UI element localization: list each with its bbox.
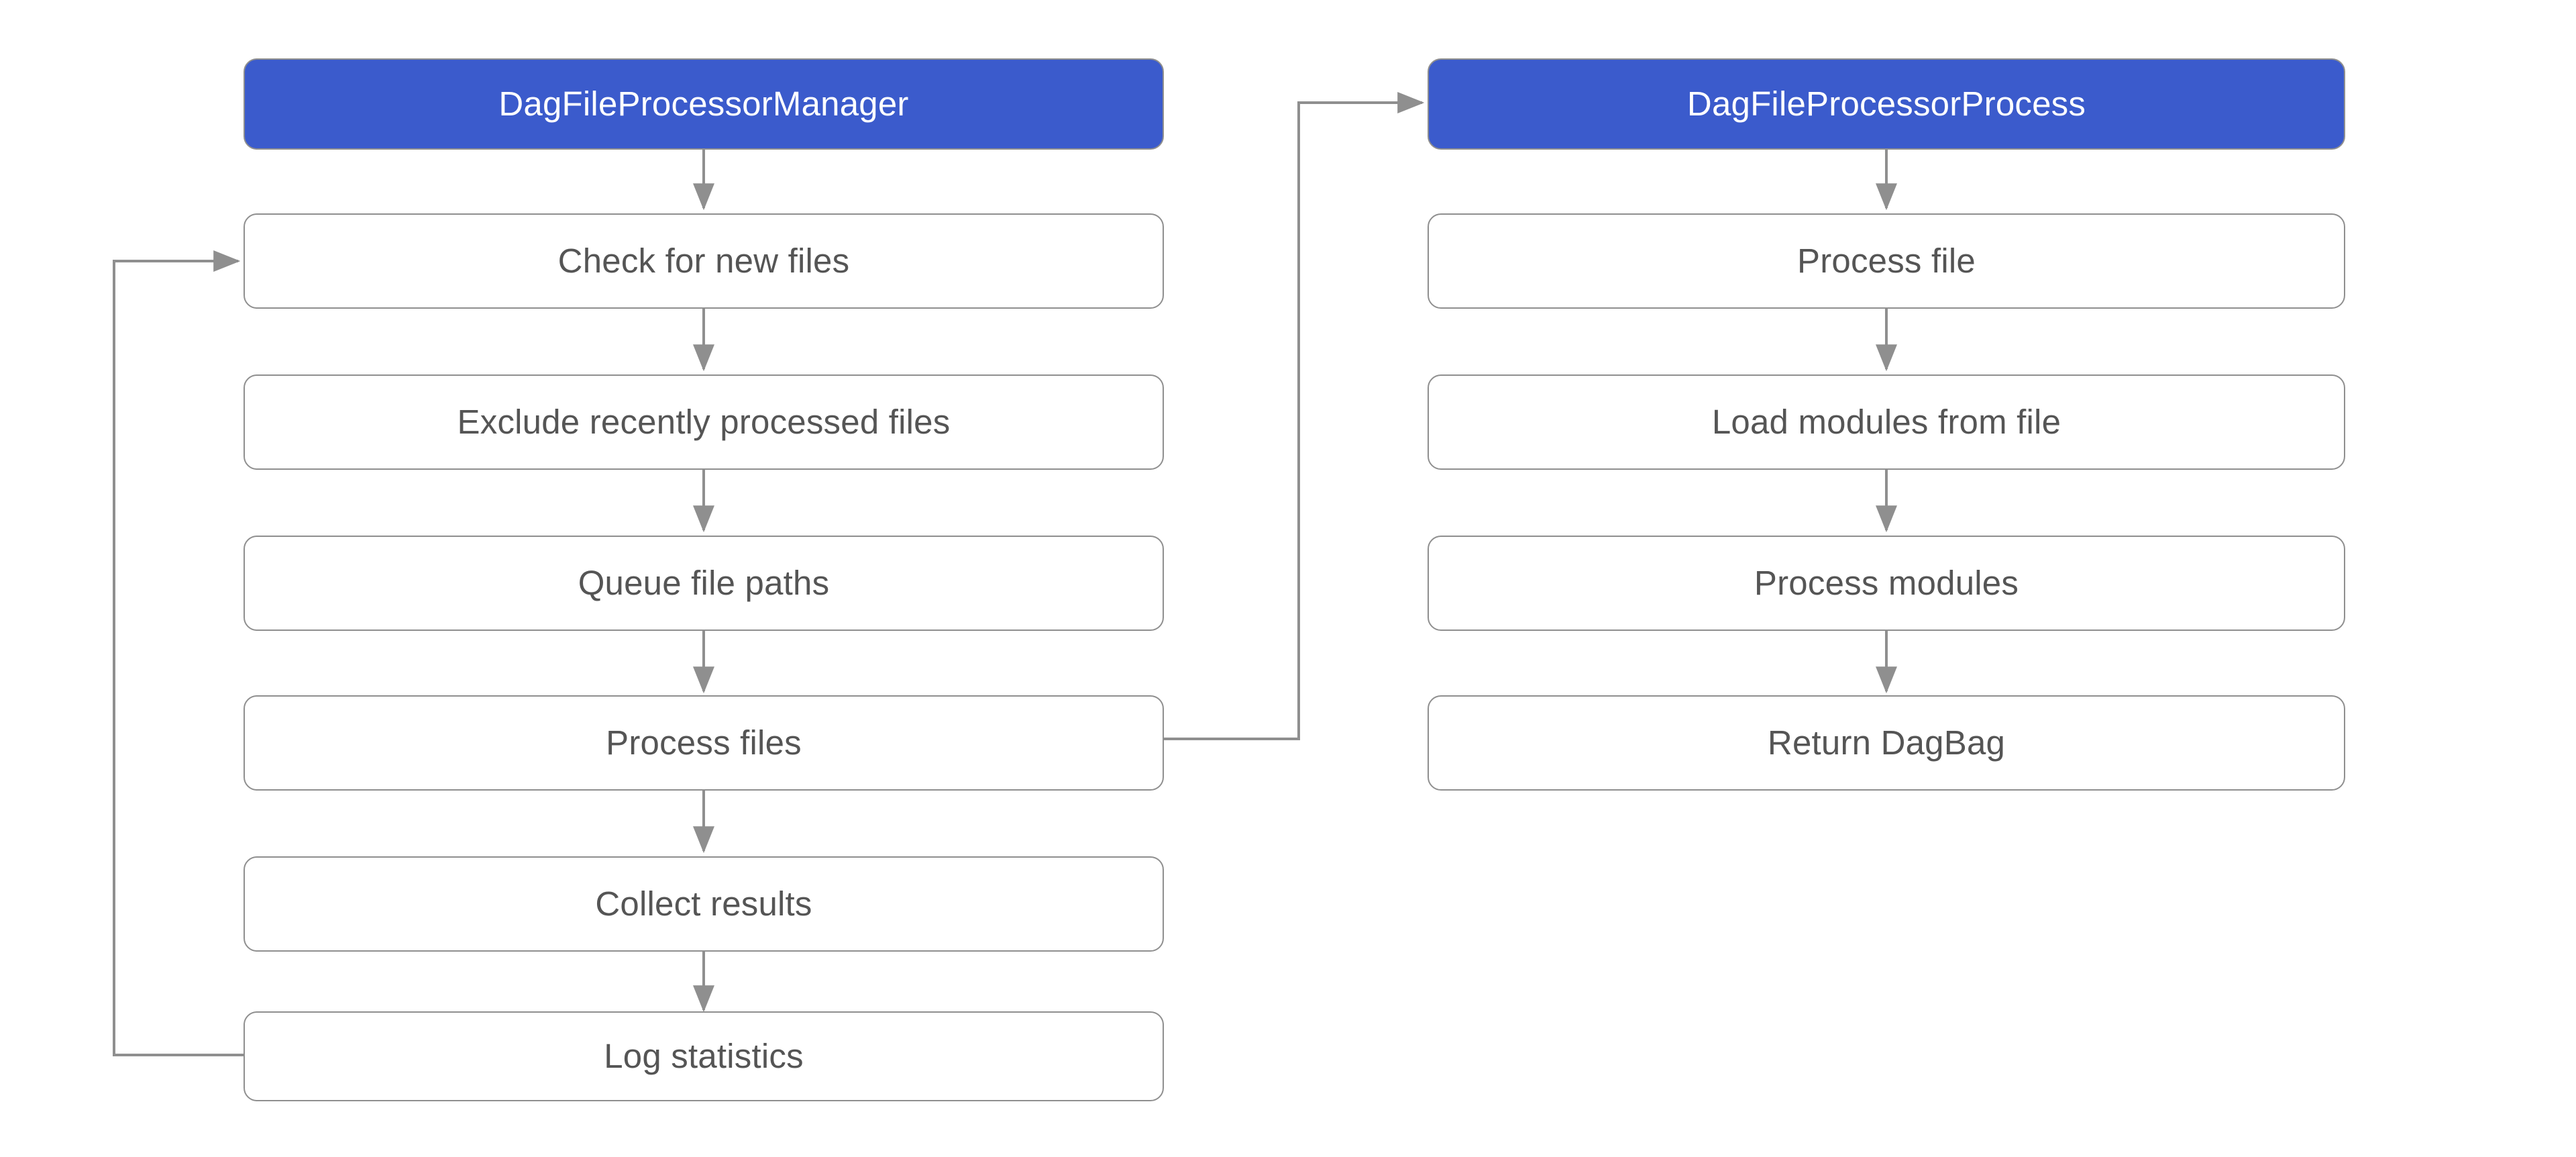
node-label: DagFileProcessorProcess <box>1686 84 2086 123</box>
node-label: Return DagBag <box>1767 723 2006 762</box>
node-label: Process file <box>1797 241 1976 280</box>
node-return-dagbag[interactable]: Return DagBag <box>1428 695 2345 791</box>
node-collect-results[interactable]: Collect results <box>244 856 1164 952</box>
node-label: Process files <box>606 723 802 762</box>
edge-log-to-check-loop <box>113 250 244 1056</box>
node-label: DagFileProcessorManager <box>498 84 909 123</box>
node-label: Check for new files <box>557 241 850 280</box>
node-check-for-new-files[interactable]: Check for new files <box>244 213 1164 309</box>
node-header-dagfileprocessormanager[interactable]: DagFileProcessorManager <box>244 58 1164 150</box>
node-load-modules-from-file[interactable]: Load modules from file <box>1428 374 2345 470</box>
node-header-dagfileprocessorprocess[interactable]: DagFileProcessorProcess <box>1428 58 2345 150</box>
node-label: Process modules <box>1754 563 2019 602</box>
node-process-file[interactable]: Process file <box>1428 213 2345 309</box>
edge-process-files-to-processor-process <box>1164 92 1425 740</box>
node-label: Collect results <box>595 884 812 923</box>
node-label: Load modules from file <box>1711 402 2061 441</box>
node-exclude-recently-processed-files[interactable]: Exclude recently processed files <box>244 374 1164 470</box>
node-label: Exclude recently processed files <box>457 402 951 441</box>
node-process-files[interactable]: Process files <box>244 695 1164 791</box>
node-log-statistics[interactable]: Log statistics <box>244 1011 1164 1101</box>
node-label: Queue file paths <box>578 563 830 602</box>
node-queue-file-paths[interactable]: Queue file paths <box>244 536 1164 631</box>
node-label: Log statistics <box>604 1036 804 1075</box>
node-process-modules[interactable]: Process modules <box>1428 536 2345 631</box>
